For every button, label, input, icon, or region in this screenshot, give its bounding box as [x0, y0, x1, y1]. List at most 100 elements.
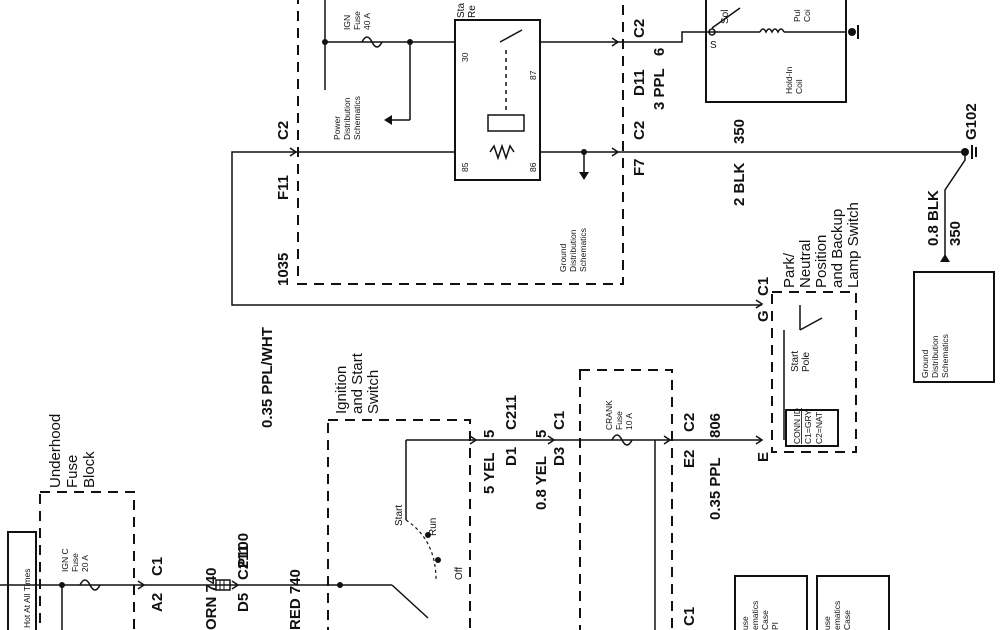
g102-ground-icon — [961, 145, 977, 159]
wire-label-08-yel: 0.8 YEL — [533, 456, 550, 510]
power-distribution-label: Power Distribution Schematics — [332, 96, 362, 140]
svg-text:Case: Case — [760, 610, 770, 630]
connector-e: E — [755, 452, 772, 462]
svg-text:Re: Re — [467, 5, 478, 18]
ground-distribution-label: Ground Distribution Schematics — [558, 228, 588, 272]
park-neutral-switch-label: Park/ Neutral Position and Backup Lamp S… — [781, 202, 862, 288]
park-neutral-switch-box — [771, 291, 857, 453]
solenoid-label: Sol — [720, 10, 731, 24]
svg-text:IGN C: IGN C — [60, 548, 70, 572]
relay-pin-85: 85 — [460, 162, 470, 172]
connector-c1-bottom: C1 — [681, 607, 698, 626]
ground-distribution-label-right: Ground Distribution Schematics — [920, 334, 950, 378]
svg-text:Case: Case — [842, 610, 852, 630]
connector-c1-b: C1 — [551, 411, 568, 430]
start-pole-label: Start Pole — [790, 351, 812, 372]
svg-text:Fuse: Fuse — [70, 553, 80, 572]
connector-a2: A2 — [149, 593, 166, 612]
svg-text:CRANK: CRANK — [604, 400, 614, 430]
switch-position-start: Start — [394, 505, 405, 526]
ign-c-fuse-label: IGN C Fuse 20 A — [60, 548, 90, 572]
crank-fuse-icon — [611, 434, 633, 446]
starter-solenoid — [705, 0, 847, 103]
wire-label-red-740: RED 740 — [287, 569, 304, 630]
svg-text:Fuse: Fuse — [64, 455, 81, 488]
svg-text:Distribution: Distribution — [930, 335, 940, 378]
svg-text:Ignition: Ignition — [333, 366, 350, 414]
connector-c2-top: C2 — [275, 121, 292, 140]
pull-in-coil-label: Pul Coi — [792, 9, 812, 22]
svg-text:Park/: Park/ — [781, 252, 798, 288]
svg-text:and Backup: and Backup — [829, 209, 846, 288]
svg-text:Distribution: Distribution — [568, 229, 578, 272]
wire-label-ppl-6: 3 PPL — [651, 68, 668, 110]
svg-text:40 A: 40 A — [362, 13, 372, 30]
bottom-box-2 — [816, 575, 890, 630]
svg-text:5: 5 — [533, 430, 550, 438]
wire-ppl-6 — [620, 31, 720, 43]
svg-text:Schematics: Schematics — [940, 334, 950, 378]
svg-text:Ground: Ground — [920, 349, 930, 378]
svg-text:Power: Power — [332, 116, 342, 140]
conn-id-box — [785, 409, 839, 447]
connector-s: S — [710, 40, 717, 51]
svg-text:Block: Block — [81, 451, 98, 488]
svg-text:350: 350 — [731, 119, 748, 144]
svg-text:IGN: IGN — [342, 15, 352, 30]
switch-position-off: Off — [454, 567, 465, 580]
svg-text:CONN ID: CONN ID — [792, 408, 802, 444]
svg-text:C2=NAT: C2=NAT — [814, 412, 824, 444]
hold-in-coil-label: Hold-In Coil — [784, 66, 804, 94]
svg-text:350: 350 — [947, 221, 964, 246]
svg-text:5: 5 — [481, 430, 498, 438]
svg-text:Switch: Switch — [365, 370, 382, 414]
svg-text:Start: Start — [790, 351, 801, 372]
starter-relay-label: Sta Re — [456, 3, 478, 18]
wire-label-orn-740: ORN 740 — [203, 567, 220, 630]
svg-text:Lamp Switch: Lamp Switch — [845, 202, 862, 288]
ground-distribution-box-right — [913, 271, 995, 383]
wire-label-2-blk: 2 BLK — [731, 162, 748, 206]
connector-p100: P100 — [235, 533, 252, 568]
connector-d3: D3 — [551, 447, 568, 466]
connector-d5: D5 — [235, 593, 252, 612]
svg-text:Schematics: Schematics — [352, 96, 362, 140]
relay-pin-87: 87 — [528, 70, 538, 80]
svg-text:806: 806 — [707, 413, 724, 438]
svg-text:Schematics: Schematics — [578, 228, 588, 272]
svg-text:Fuse: Fuse — [352, 11, 362, 30]
p100-splice-icon — [215, 579, 231, 591]
ignition-switch-box — [327, 419, 471, 630]
svg-text:20 A: 20 A — [80, 555, 90, 572]
wire-label-ppl-806: 0.35 PPL — [707, 457, 724, 520]
wire-label-08-blk: 0.8 BLK — [925, 190, 942, 246]
wire-label-1035: 1035 — [275, 253, 292, 286]
svg-text:use: use — [740, 616, 750, 630]
bottom-box-1 — [734, 575, 808, 630]
crank-fuse-box — [579, 369, 673, 630]
svg-text:Pul: Pul — [792, 10, 802, 22]
svg-text:C1=GRY: C1=GRY — [803, 410, 813, 444]
switch-position-run: Run — [428, 518, 439, 536]
connector-f7: F7 — [631, 158, 648, 176]
svg-text:ematics: ematics — [750, 601, 760, 630]
svg-text:Fuse: Fuse — [614, 411, 624, 430]
solenoid-ground-icon — [848, 25, 859, 39]
connector-c1-a: C1 — [149, 557, 166, 576]
starter-relay — [454, 19, 541, 181]
connector-c211-b: C211 — [503, 395, 520, 430]
svg-text:Sta: Sta — [456, 3, 467, 18]
svg-text:ematics: ematics — [832, 601, 842, 630]
relay-pin-30: 30 — [460, 52, 470, 62]
conn-id-label: CONN ID C1=GRY C2=NAT — [792, 408, 824, 444]
relay-pin-86: 86 — [528, 162, 538, 172]
svg-text:PI: PI — [770, 622, 780, 630]
svg-text:use: use — [822, 616, 832, 630]
connector-f11: F11 — [275, 175, 292, 200]
connector-g: G — [755, 310, 772, 322]
svg-text:Ground: Ground — [558, 243, 568, 272]
relay-center-box — [297, 0, 624, 285]
ign-fuse-icon — [361, 36, 383, 48]
svg-text:Position: Position — [813, 235, 830, 288]
